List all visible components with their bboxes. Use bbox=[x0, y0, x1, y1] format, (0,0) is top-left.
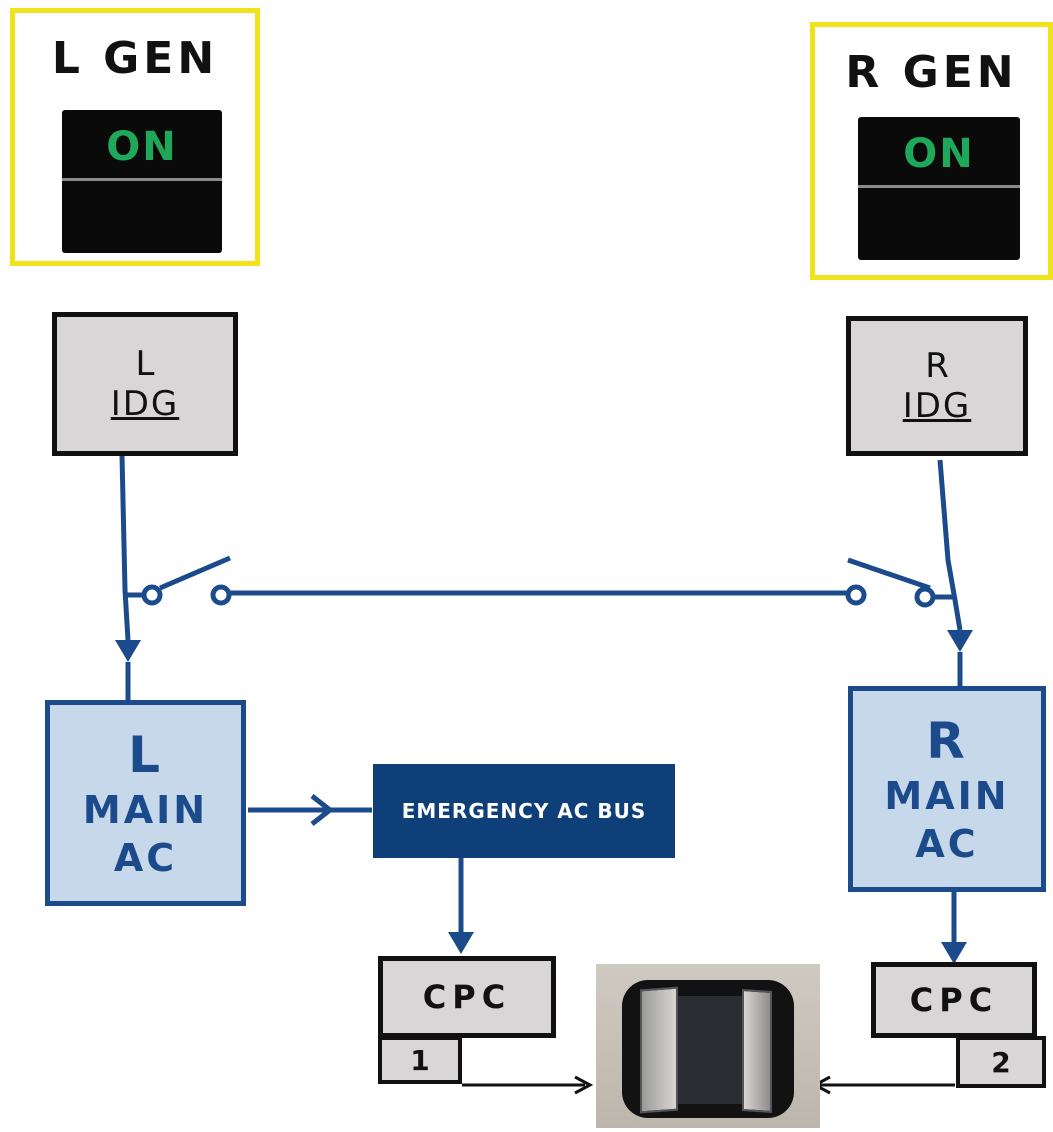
r-main-ac-line2: MAIN bbox=[884, 774, 1010, 818]
arrow-emer-bus bbox=[310, 794, 335, 826]
l-switch-contact-a bbox=[141, 584, 163, 606]
arrow-cpc1 bbox=[448, 932, 474, 954]
l-gen-panel: L GEN ON bbox=[10, 8, 260, 266]
arrow-cpc2 bbox=[941, 942, 967, 964]
r-gen-switch[interactable]: ON bbox=[858, 117, 1020, 260]
l-main-ac-line2: MAIN bbox=[82, 788, 209, 832]
l-main-ac-line1: L bbox=[128, 726, 163, 784]
wire-r-idg-to-main bbox=[937, 459, 963, 631]
outflow-valve-photo bbox=[596, 964, 820, 1128]
cpc-1-number: 1 bbox=[378, 1036, 462, 1084]
l-main-ac-line3: AC bbox=[113, 836, 178, 880]
r-main-ac-line3: AC bbox=[915, 822, 979, 866]
l-gen-switch-divider bbox=[62, 178, 222, 181]
wire-l-idg-to-main bbox=[119, 454, 131, 641]
valve-frame bbox=[622, 980, 794, 1118]
valve-door-left bbox=[640, 986, 678, 1114]
emergency-ac-bus: EMERGENCY AC BUS bbox=[373, 764, 675, 858]
arrow-l-main-ac bbox=[115, 640, 141, 662]
r-gen-panel: R GEN ON bbox=[810, 22, 1053, 280]
l-idg-line1: L bbox=[135, 344, 155, 384]
r-gen-switch-divider bbox=[858, 185, 1020, 188]
cpc-1-box: CPC bbox=[378, 956, 556, 1038]
l-switch-blade bbox=[159, 555, 231, 591]
l-gen-switch[interactable]: ON bbox=[62, 110, 222, 253]
l-idg-box: L IDG bbox=[52, 312, 238, 456]
arrow-cpc1-valve bbox=[574, 1075, 594, 1095]
l-gen-title: L GEN bbox=[51, 33, 219, 84]
r-idg-line2: IDG bbox=[902, 386, 972, 426]
r-switch-blade bbox=[847, 557, 931, 591]
cpc-2-box: CPC bbox=[871, 962, 1037, 1038]
r-gen-on-indicator: ON bbox=[903, 131, 975, 177]
valve-door-right bbox=[742, 988, 772, 1114]
r-idg-line1: R bbox=[925, 346, 949, 386]
l-idg-line2: IDG bbox=[110, 384, 180, 424]
r-main-ac-line1: R bbox=[926, 712, 968, 770]
r-switch-contact-a bbox=[845, 584, 867, 606]
cpc-2-number: 2 bbox=[956, 1036, 1046, 1088]
r-idg-box: R IDG bbox=[846, 316, 1028, 456]
l-gen-on-indicator: ON bbox=[106, 124, 178, 170]
arrow-r-main-ac bbox=[947, 630, 973, 652]
l-main-ac-box: L MAIN AC bbox=[45, 700, 246, 906]
r-main-ac-box: R MAIN AC bbox=[848, 686, 1046, 892]
r-switch-contact-b bbox=[914, 586, 936, 608]
l-switch-contact-b bbox=[210, 584, 232, 606]
r-gen-title: R GEN bbox=[845, 47, 1018, 98]
